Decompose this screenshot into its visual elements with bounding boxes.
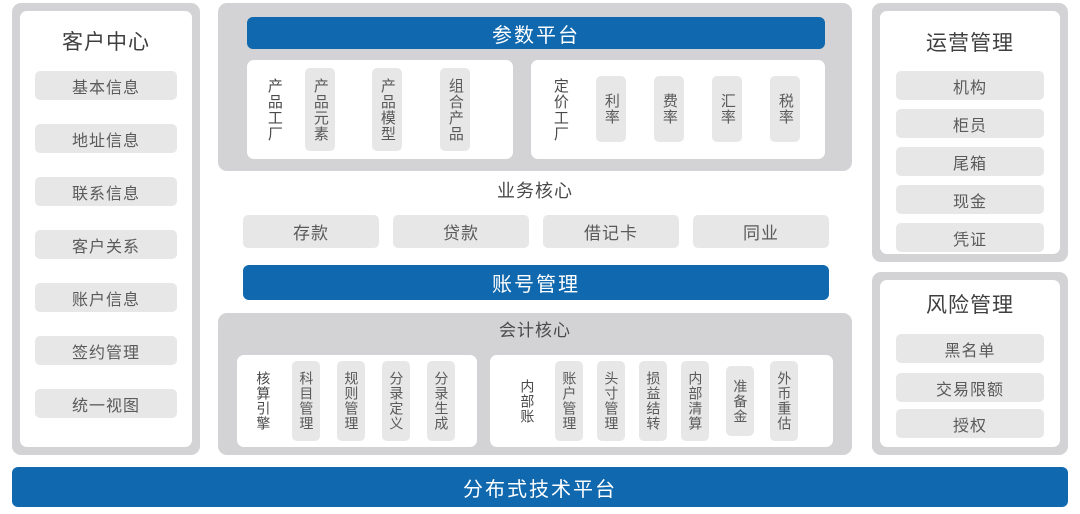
parameter-platform-banner[interactable]: 参数平台 bbox=[247, 17, 825, 49]
accounting-engine-label: 核算引擎 bbox=[255, 371, 272, 431]
chip-fee-rate[interactable]: 费率 bbox=[654, 76, 684, 142]
chip-composite-product[interactable]: 组合产品 bbox=[440, 68, 470, 151]
sidebar-item-basic-info[interactable]: 基本信息 bbox=[35, 71, 177, 100]
chip-interest-rate[interactable]: 利率 bbox=[596, 76, 626, 142]
sidebar-item-label: 联系信息 bbox=[71, 185, 140, 203]
sidebar-item-address-info[interactable]: 地址信息 bbox=[35, 124, 177, 153]
internal-account-label: 内部账 bbox=[519, 378, 536, 424]
sidebar-item-cash[interactable]: 现金 bbox=[896, 185, 1044, 214]
sidebar-item-label: 基本信息 bbox=[71, 79, 140, 97]
chip-debit-card[interactable]: 借记卡 bbox=[543, 215, 679, 248]
sidebar-item-label: 交易限额 bbox=[935, 381, 1004, 399]
chip-entry-definition[interactable]: 分录定义 bbox=[382, 361, 410, 441]
sidebar-item-label: 现金 bbox=[952, 193, 987, 211]
chip-product-element[interactable]: 产品元素 bbox=[305, 68, 335, 151]
sidebar-item-teller[interactable]: 柜员 bbox=[896, 109, 1044, 138]
chip-tax-rate[interactable]: 税率 bbox=[770, 76, 800, 142]
customer-center-title: 客户中心 bbox=[62, 31, 150, 54]
accounting-core-title: 会计核心 bbox=[499, 321, 571, 340]
product-factory-label: 产品工厂 bbox=[265, 77, 283, 142]
distributed-tech-platform-banner[interactable]: 分布式技术平台 bbox=[12, 467, 1068, 507]
sidebar-item-label: 凭证 bbox=[952, 231, 987, 249]
sidebar-item-label: 授权 bbox=[952, 417, 987, 435]
sidebar-item-label: 统一视图 bbox=[71, 397, 140, 415]
sidebar-item-label: 客户关系 bbox=[71, 238, 140, 256]
sidebar-item-authorization[interactable]: 授权 bbox=[896, 409, 1044, 438]
chip-reserve-fund[interactable]: 准备金 bbox=[726, 366, 754, 436]
chip-position-management[interactable]: 头寸管理 bbox=[597, 361, 625, 441]
chip-internal-settlement[interactable]: 内部清算 bbox=[681, 361, 709, 441]
sidebar-item-blacklist[interactable]: 黑名单 bbox=[896, 334, 1044, 363]
sidebar-item-contract-management[interactable]: 签约管理 bbox=[35, 336, 177, 365]
chip-interbank[interactable]: 同业 bbox=[693, 215, 829, 248]
chip-rule-management[interactable]: 规则管理 bbox=[337, 361, 365, 441]
sidebar-item-label: 黑名单 bbox=[944, 342, 996, 360]
sidebar-item-organization[interactable]: 机构 bbox=[896, 71, 1044, 100]
chip-product-model[interactable]: 产品模型 bbox=[372, 68, 402, 151]
sidebar-item-label: 尾箱 bbox=[952, 155, 987, 173]
chip-entry-generation[interactable]: 分录生成 bbox=[427, 361, 455, 441]
sidebar-item-voucher[interactable]: 凭证 bbox=[896, 223, 1044, 252]
business-core-title: 业务核心 bbox=[497, 181, 573, 201]
sidebar-item-label: 签约管理 bbox=[71, 344, 140, 362]
operations-management-title: 运营管理 bbox=[926, 32, 1014, 55]
sidebar-item-label: 账户信息 bbox=[71, 291, 140, 309]
sidebar-item-unified-view[interactable]: 统一视图 bbox=[35, 389, 177, 418]
sidebar-item-label: 机构 bbox=[952, 79, 987, 97]
chip-profit-loss-carryover[interactable]: 损益结转 bbox=[639, 361, 667, 441]
sidebar-item-label: 柜员 bbox=[952, 117, 987, 135]
chip-deposit[interactable]: 存款 bbox=[243, 215, 379, 248]
risk-management-title: 风险管理 bbox=[926, 294, 1014, 317]
chip-exchange-rate[interactable]: 汇率 bbox=[712, 76, 742, 142]
sidebar-item-account-info[interactable]: 账户信息 bbox=[35, 283, 177, 312]
chip-account-management[interactable]: 账户管理 bbox=[555, 361, 583, 441]
sidebar-item-cash-box[interactable]: 尾箱 bbox=[896, 147, 1044, 176]
sidebar-item-contact-info[interactable]: 联系信息 bbox=[35, 177, 177, 206]
sidebar-item-transaction-limit[interactable]: 交易限额 bbox=[896, 373, 1044, 402]
pricing-factory-label: 定价工厂 bbox=[551, 77, 569, 142]
chip-subject-management[interactable]: 科目管理 bbox=[292, 361, 320, 441]
sidebar-item-label: 地址信息 bbox=[71, 132, 140, 150]
chip-foreign-currency-revaluation[interactable]: 外币重估 bbox=[770, 361, 798, 441]
chip-loan[interactable]: 贷款 bbox=[393, 215, 529, 248]
account-management-banner[interactable]: 账号管理 bbox=[243, 265, 829, 300]
sidebar-item-customer-relation[interactable]: 客户关系 bbox=[35, 230, 177, 259]
